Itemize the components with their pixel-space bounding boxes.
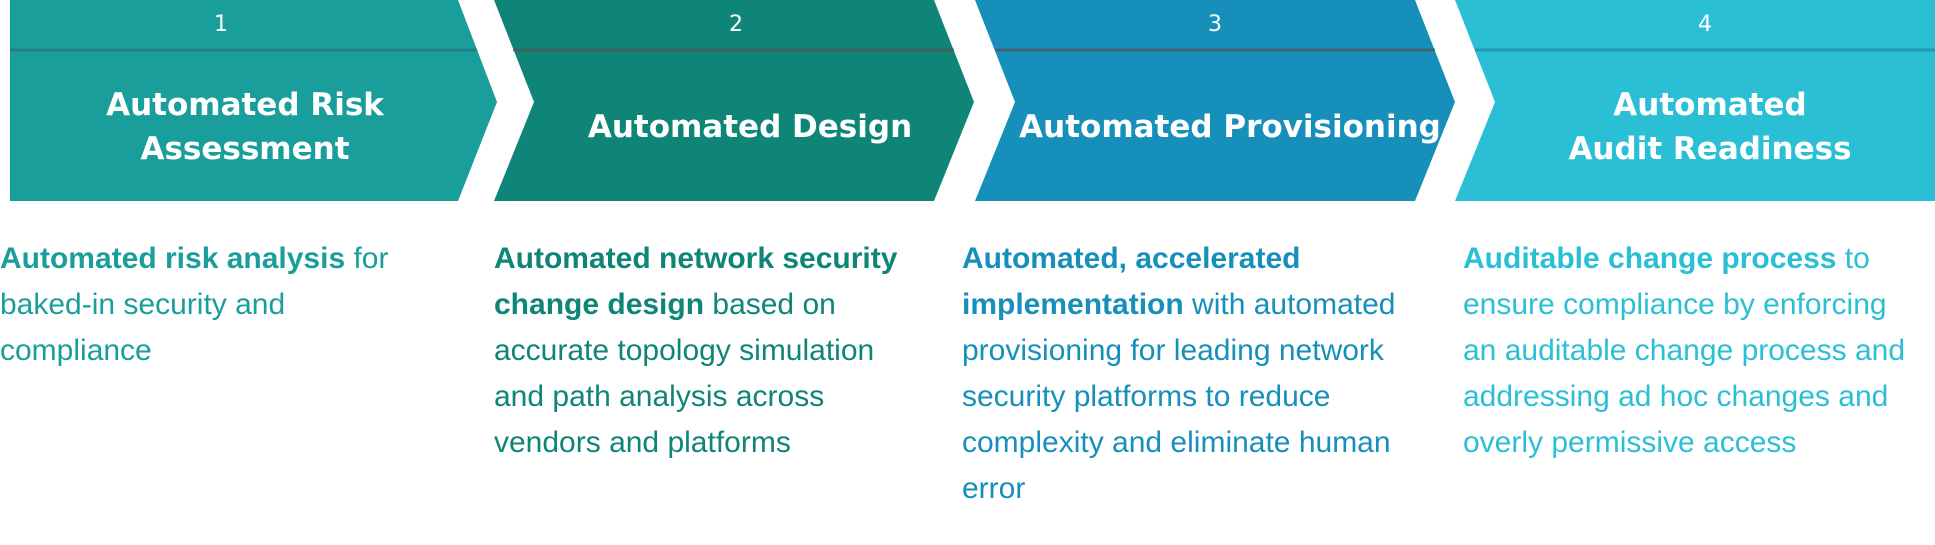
step-1-description: Automated risk analysis for baked-in sec… — [0, 236, 440, 374]
step-1-description-bold: Automated risk analysis — [0, 242, 346, 275]
step-2-title: Automated Design — [587, 109, 913, 145]
step-4-number: 4 — [1698, 12, 1712, 37]
step-4-description: Auditable change process to ensure compl… — [1463, 236, 1928, 466]
step-4-description-text: to ensure compliance by enforcing an aud… — [1463, 242, 1906, 459]
step-1-number: 1 — [214, 12, 228, 37]
step-4-title: Automated Audit Readiness — [1568, 87, 1852, 167]
process-chevrons — [10, 0, 1935, 201]
step-1-title: Automated Risk Assessment — [106, 87, 384, 167]
step-2-number: 2 — [729, 12, 743, 37]
step-2-description-text: based on accurate topology simulation an… — [494, 288, 875, 459]
step-3-description: Automated, accelerated implementation wi… — [962, 236, 1402, 512]
step-1-description-text: for baked-in security and compliance — [0, 242, 389, 367]
step-4-description-bold: Auditable change process — [1463, 242, 1837, 275]
step-3-description-text: with automated provisioning for leading … — [962, 288, 1396, 505]
step-2-description-bold: Automated network security change design — [494, 242, 898, 321]
step-2-description: Automated network security change design… — [494, 236, 914, 466]
step-3-description-bold: Automated, accelerated implementation — [962, 242, 1301, 321]
step-3-number: 3 — [1208, 12, 1222, 37]
step-3-title: Automated Provisioning — [1019, 109, 1441, 145]
